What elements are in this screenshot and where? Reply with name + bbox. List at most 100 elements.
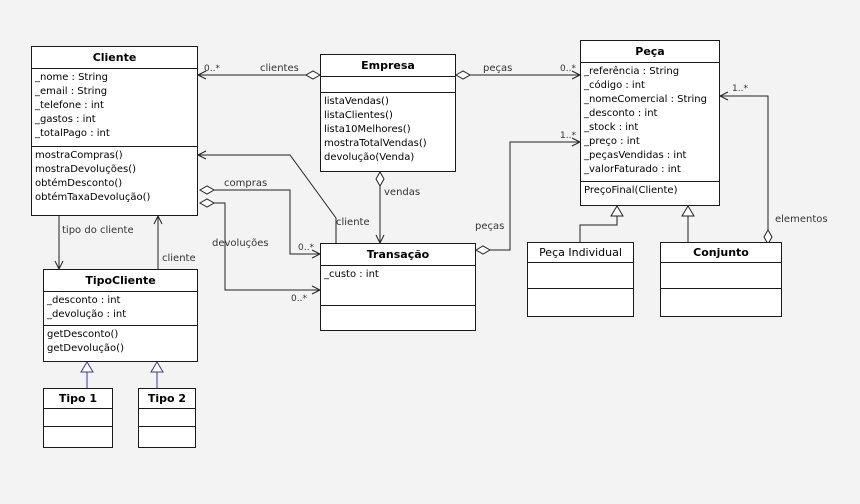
class-tipo2-name: Tipo 2 (139, 389, 195, 409)
diamond-transacao-pecas (474, 245, 492, 255)
diamond-empresa-pecas (454, 70, 472, 80)
method: mostraTotalVendas() (324, 138, 427, 149)
label-clientes: clientes (260, 63, 299, 74)
class-tipocliente-name: TipoCliente (44, 270, 197, 292)
mult-pecas: 0..* (560, 64, 576, 74)
class-cliente-methods: mostraCompras() mostraDevoluções() obtém… (32, 147, 197, 207)
class-peca-methods: PreçoFinal(Cliente) (581, 182, 719, 200)
class-tipo1-attributes (44, 409, 112, 427)
method: mostraDevoluções() (35, 164, 137, 175)
triangle-tipo1 (80, 361, 94, 373)
method: obtémTaxaDevolução() (35, 192, 151, 203)
triangle-tipo2 (150, 361, 164, 373)
method: mostraCompras() (35, 150, 123, 161)
attribute: _valorFaturado : int (584, 164, 681, 175)
label-pecas-trans: peças (475, 221, 505, 232)
assoc-cliente-devolucoes (214, 202, 320, 291)
gen-individual-peca (579, 216, 618, 242)
label-cliente-assoc: cliente (336, 217, 370, 228)
attribute: _preço : int (584, 136, 640, 147)
label-vendas: vendas (384, 187, 421, 198)
class-empresa: Empresa listaVendas() listaClientes() li… (320, 54, 456, 172)
attribute: _código : int (584, 80, 645, 91)
class-cliente-attributes: _nome : String _email : String _telefone… (32, 69, 197, 147)
class-tipo2-methods (139, 427, 195, 431)
class-conjunto: Conjunto (660, 242, 782, 317)
class-tipo1-methods (44, 427, 112, 431)
arrowhead-clientes (196, 70, 207, 80)
diamond-cliente-devolucoes (198, 198, 216, 208)
class-peca-individual-name: Peça Individual (528, 243, 633, 263)
class-transacao-name: Transação (321, 244, 475, 266)
attribute: _custo : int (324, 269, 379, 280)
class-cliente-name: Cliente (32, 47, 197, 69)
diamond-empresa-vendas (375, 170, 385, 188)
class-tipo2-attributes (139, 409, 195, 427)
label-devolucoes: devoluções (212, 238, 269, 249)
method: obtémDesconto() (35, 178, 123, 189)
method: listaClientes() (324, 110, 393, 121)
class-conjunto-methods (661, 289, 781, 293)
attribute: _peçasVendidas : int (584, 150, 687, 161)
mult-clientes: 0..* (204, 64, 220, 74)
class-tipo1: Tipo 1 (43, 388, 113, 448)
method: getDesconto() (47, 329, 119, 340)
method: listaVendas() (324, 96, 389, 107)
class-transacao: Transação _custo : int (320, 243, 476, 331)
class-transacao-attributes: _custo : int (321, 266, 475, 306)
method: lista10Melhores() (324, 124, 411, 135)
method: getDevolução() (47, 343, 124, 354)
arrowhead-cliente (196, 150, 207, 160)
triangle-peca-conjunto (681, 205, 695, 217)
mult-compras: 0..* (298, 243, 314, 253)
mult-elementos: 1..* (732, 84, 748, 94)
class-empresa-attributes (321, 77, 455, 93)
class-tipocliente-methods: getDesconto() getDevolução() (44, 326, 197, 358)
diamond-cliente-compras (198, 185, 216, 195)
arrowhead-tipocliente-cliente (153, 214, 163, 225)
diamond-empresa-clientes (304, 70, 322, 80)
attribute: _telefone : int (35, 100, 104, 111)
class-peca: Peça _referência : String _código : int … (580, 40, 720, 206)
class-peca-individual-methods (528, 289, 633, 293)
attribute: _gastos : int (35, 114, 96, 125)
label-elementos: elementos (775, 214, 828, 225)
diamond-conjunto (763, 228, 773, 246)
mult-pecas-trans: 1..* (560, 131, 576, 141)
method: devolução(Venda) (324, 152, 415, 163)
attribute: _email : String (35, 86, 108, 97)
label-pecas-top: peças (483, 63, 513, 74)
class-transacao-methods (321, 306, 475, 310)
attribute: _devolução : int (47, 309, 127, 320)
label-compras: compras (224, 178, 268, 189)
attribute: _nomeComercial : String (584, 94, 707, 105)
class-peca-attributes: _referência : String _código : int _nome… (581, 63, 719, 182)
class-peca-name: Peça (581, 41, 719, 63)
label-cliente-tipo: cliente (162, 253, 196, 264)
attribute: _stock : int (584, 122, 639, 133)
class-peca-individual: Peça Individual (527, 242, 634, 317)
class-conjunto-name: Conjunto (661, 243, 781, 263)
arrowhead-elementos (718, 91, 729, 101)
assoc-transacao-pecas (490, 141, 580, 251)
mult-devolucoes: 0..* (291, 294, 307, 304)
assoc-conjunto-elementos (720, 95, 769, 230)
attribute: _referência : String (584, 66, 680, 77)
assoc-transacao-cliente (198, 154, 337, 243)
class-cliente: Cliente _nome : String _email : String _… (31, 46, 198, 216)
class-peca-individual-attributes (528, 263, 633, 289)
class-conjunto-attributes (661, 263, 781, 289)
class-tipo1-name: Tipo 1 (44, 389, 112, 409)
assoc-cliente-compras (214, 189, 320, 255)
label-tipo-do-cliente: tipo do cliente (62, 225, 134, 236)
attribute: _desconto : int (47, 295, 121, 306)
method: PreçoFinal(Cliente) (584, 185, 678, 196)
class-tipocliente: TipoCliente _desconto : int _devolução :… (43, 269, 198, 362)
attribute: _desconto : int (584, 108, 658, 119)
class-empresa-methods: listaVendas() listaClientes() lista10Mel… (321, 93, 455, 167)
class-tipo2: Tipo 2 (138, 388, 196, 448)
class-empresa-name: Empresa (321, 55, 455, 77)
triangle-peca-individual (610, 205, 624, 217)
attribute: _nome : String (35, 72, 108, 83)
